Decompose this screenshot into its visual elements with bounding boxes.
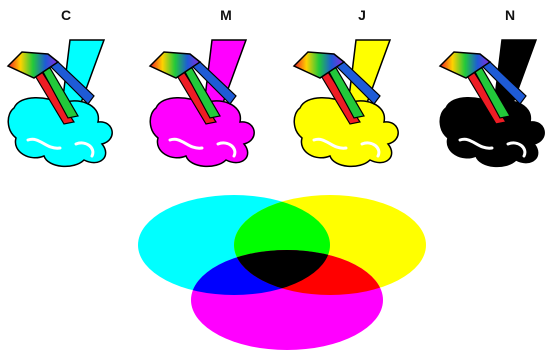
subtractive-venn <box>138 195 426 350</box>
ink-panel-j: J <box>292 7 399 168</box>
venn-overlap-cyan-magenta <box>191 250 330 295</box>
panel-label-c: C <box>61 7 71 23</box>
panel-label-m: M <box>220 7 232 23</box>
ink-panel-n: N <box>438 7 545 168</box>
ink-panel-m: M <box>148 7 255 168</box>
panel-label-j: J <box>358 7 366 23</box>
ink-illustration-m <box>148 39 255 168</box>
ink-illustration-c <box>6 39 113 168</box>
ink-illustration-j <box>292 39 399 168</box>
panel-label-n: N <box>505 7 515 23</box>
ink-illustration-n <box>438 39 545 168</box>
ink-panel-c: C <box>6 7 113 168</box>
